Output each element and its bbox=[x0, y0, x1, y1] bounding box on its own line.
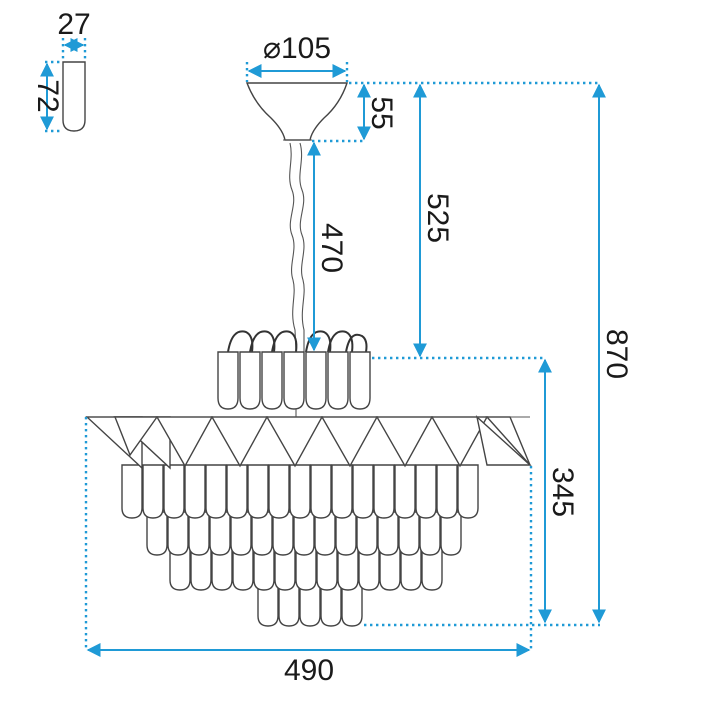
canopy-diameter-label: ⌀105 bbox=[263, 32, 331, 65]
top-to-body-label: 525 bbox=[421, 193, 454, 243]
crystal-tier-1 bbox=[121, 464, 479, 519]
body-height-label: 345 bbox=[546, 467, 579, 517]
upper-crystal-cluster bbox=[217, 330, 371, 418]
chain-length-label: 470 bbox=[315, 223, 348, 273]
triangle-crystal-band bbox=[85, 415, 532, 470]
chain bbox=[289, 142, 305, 353]
crystal-detail bbox=[40, 38, 87, 133]
dimension-lines bbox=[84, 62, 606, 657]
canopy-height-label: 55 bbox=[365, 96, 398, 129]
total-height-label: 870 bbox=[600, 329, 633, 379]
crystal-tier-4 bbox=[257, 579, 363, 627]
canopy bbox=[245, 82, 348, 141]
crystal-tier-2 bbox=[146, 511, 462, 556]
crystal-tier-3 bbox=[169, 544, 443, 591]
body-width-label: 490 bbox=[284, 654, 334, 687]
crystal-width-label: 27 bbox=[57, 8, 90, 41]
crystal-height-label: 72 bbox=[31, 79, 64, 112]
